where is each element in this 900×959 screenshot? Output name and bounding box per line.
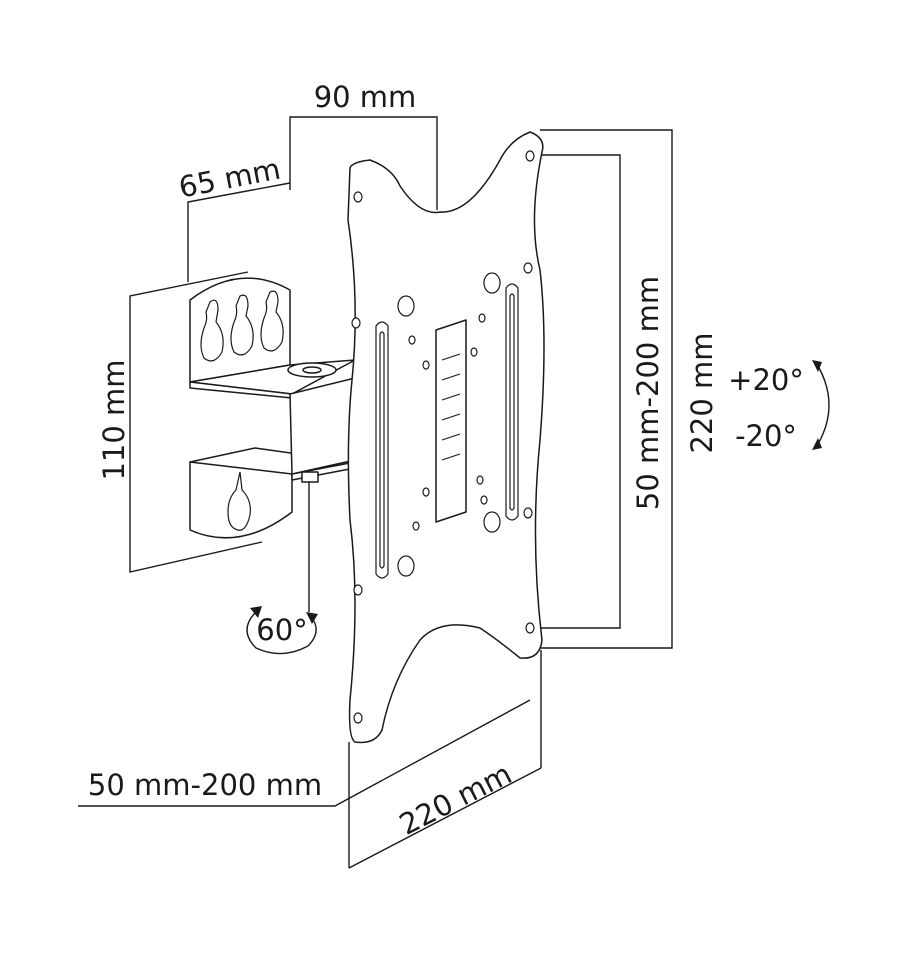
left-slot-inner xyxy=(379,331,385,569)
dim-line-plate-width xyxy=(348,767,542,869)
mount-hole-d xyxy=(483,511,501,533)
label-tilt-up: +20° xyxy=(728,363,804,397)
mount-hole-b xyxy=(483,272,501,294)
small-hole xyxy=(478,313,486,323)
label-depth-top: 90 mm xyxy=(314,80,417,114)
small-hole xyxy=(422,487,430,497)
tilt-tick xyxy=(441,353,461,361)
label-plate-width: 220 mm xyxy=(394,756,517,841)
tilt-arrow-down-icon xyxy=(812,438,822,450)
mount-hole-low-right xyxy=(523,507,533,519)
lower-keyhole xyxy=(227,471,251,531)
upper-keyhole-3 xyxy=(260,290,284,352)
tilt-tick xyxy=(441,433,461,441)
small-hole xyxy=(412,521,420,531)
label-depth-side: 65 mm xyxy=(176,152,283,205)
pivot-arm-body xyxy=(289,377,356,475)
mount-hole-mid-right xyxy=(523,262,533,274)
label-plate-height: 220 mm xyxy=(685,332,719,453)
small-hole xyxy=(476,475,484,485)
tilt-tick xyxy=(441,373,461,381)
mount-hole-bottom-left xyxy=(353,712,363,724)
pivot-bolt-bottom xyxy=(301,471,319,483)
small-hole xyxy=(470,347,478,357)
tilt-tick xyxy=(441,393,461,401)
small-hole xyxy=(408,335,416,345)
swivel-arc xyxy=(246,611,317,655)
mount-hole-c xyxy=(397,555,415,577)
dim-line-plate-height xyxy=(540,129,673,649)
tilt-arc xyxy=(817,365,830,445)
rotation-indicators xyxy=(246,360,830,655)
small-hole xyxy=(480,495,488,505)
mount-hole-mid-left xyxy=(351,317,361,329)
mount-hole-low-left xyxy=(353,584,363,596)
center-tilt-block xyxy=(435,319,467,523)
label-tilt-down: -20° xyxy=(735,419,797,453)
mount-hole-bottom-right xyxy=(525,622,535,634)
label-swivel: 60° xyxy=(256,613,307,647)
label-vesa-vertical: 50 mm-200 mm xyxy=(631,276,665,510)
dimension-lines xyxy=(78,116,673,869)
mount-hole-top-right xyxy=(525,150,535,162)
label-arm-height: 110 mm xyxy=(97,359,131,480)
swivel-arrow-right-icon xyxy=(306,612,318,624)
mount-hole-a xyxy=(397,295,415,317)
small-hole xyxy=(422,360,430,370)
swivel-arrow-left-icon xyxy=(250,606,262,618)
mount-hole-top-left xyxy=(353,191,363,203)
dim-line-90mm xyxy=(289,116,438,210)
tilt-arrow-up-icon xyxy=(812,360,822,372)
pivot-bolt-top xyxy=(302,366,322,374)
dim-line-110mm xyxy=(129,271,263,573)
right-slot-inner xyxy=(509,293,515,511)
upper-keyhole-1 xyxy=(200,299,224,362)
dim-line-vesa-horizontal xyxy=(78,699,531,807)
dim-line-vesa-vertical xyxy=(540,154,621,629)
vesa-plate xyxy=(347,131,545,744)
upper-keyhole-2 xyxy=(230,294,254,356)
tilt-tick xyxy=(441,453,461,461)
tilt-tick xyxy=(441,413,461,421)
label-vesa-horizontal: 50 mm-200 mm xyxy=(88,768,322,802)
dim-line-65mm xyxy=(187,182,291,282)
